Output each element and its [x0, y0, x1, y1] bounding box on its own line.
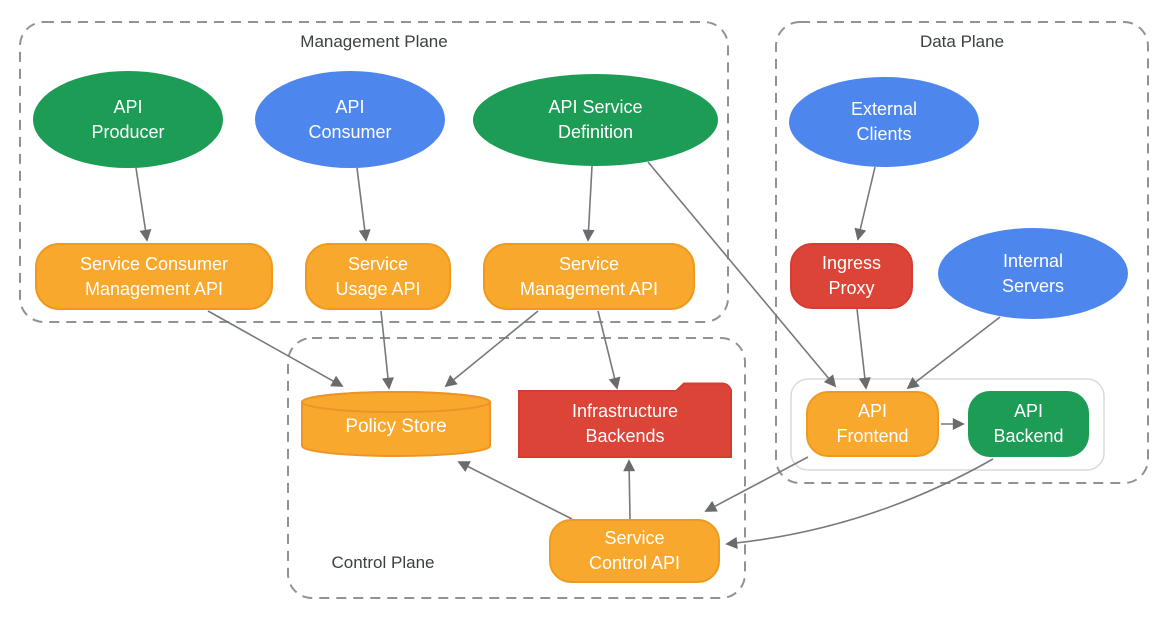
edge-api-consumer-to-service-usage-api — [356, 167, 371, 242]
edge-service-control-api-to-infrastructure-backends — [623, 459, 636, 520]
node-policy-store-label: Policy Store — [345, 415, 447, 437]
control-plane-container — [287, 337, 746, 599]
node-api-consumer: API Consumer — [255, 71, 445, 168]
edge-ingress-proxy-to-api-frontend — [856, 308, 871, 390]
node-service-control-api: Service Control API — [549, 519, 720, 583]
node-api-backend: API Backend — [968, 391, 1089, 457]
policy-store-cylinder — [301, 391, 491, 457]
edge-service-management-api-to-policy-store — [444, 310, 539, 388]
edge-service-usage-api-to-policy-store — [380, 310, 394, 390]
management-plane-container — [19, 21, 729, 323]
node-internal-servers: Internal Servers — [938, 228, 1128, 319]
data-plane-container — [775, 21, 1149, 484]
edge-api-service-definition-to-service-management-api — [582, 165, 595, 242]
infrastructure-backends-folder — [518, 382, 732, 458]
node-ingress-proxy: Ingress Proxy — [790, 243, 913, 309]
node-api-frontend: API Frontend — [806, 391, 939, 457]
node-external-clients: External Clients — [789, 77, 979, 167]
node-service-consumer-management-api: Service Consumer Management API — [35, 243, 273, 310]
edge-service-consumer-management-api-to-policy-store — [207, 310, 344, 387]
node-api-producer: API Producer — [33, 71, 223, 168]
edge-service-management-api-to-infrastructure-backends — [597, 310, 621, 390]
node-service-usage-api: Service Usage API — [305, 243, 451, 310]
edge-external-clients-to-ingress-proxy — [854, 166, 876, 241]
management-plane-title: Management Plane — [300, 32, 448, 51]
control-plane-title: Control Plane — [331, 553, 435, 572]
data-plane-title: Data Plane — [919, 32, 1005, 51]
edge-internal-servers-to-api-frontend — [906, 316, 1001, 390]
node-service-management-api: Service Management API — [483, 243, 695, 310]
edge-service-control-api-to-policy-store — [457, 461, 573, 520]
edge-api-service-definition-to-api-frontend — [647, 161, 837, 388]
node-api-service-definition: API Service Definition — [473, 74, 718, 166]
edge-api-producer-to-service-consumer-management-api — [135, 167, 152, 242]
node-infrastructure-backends-label: Infrastructure Backends — [571, 401, 679, 446]
edge-api-frontend-to-service-control-api — [704, 456, 809, 512]
edge-api-backend-to-service-control-api — [725, 458, 994, 549]
